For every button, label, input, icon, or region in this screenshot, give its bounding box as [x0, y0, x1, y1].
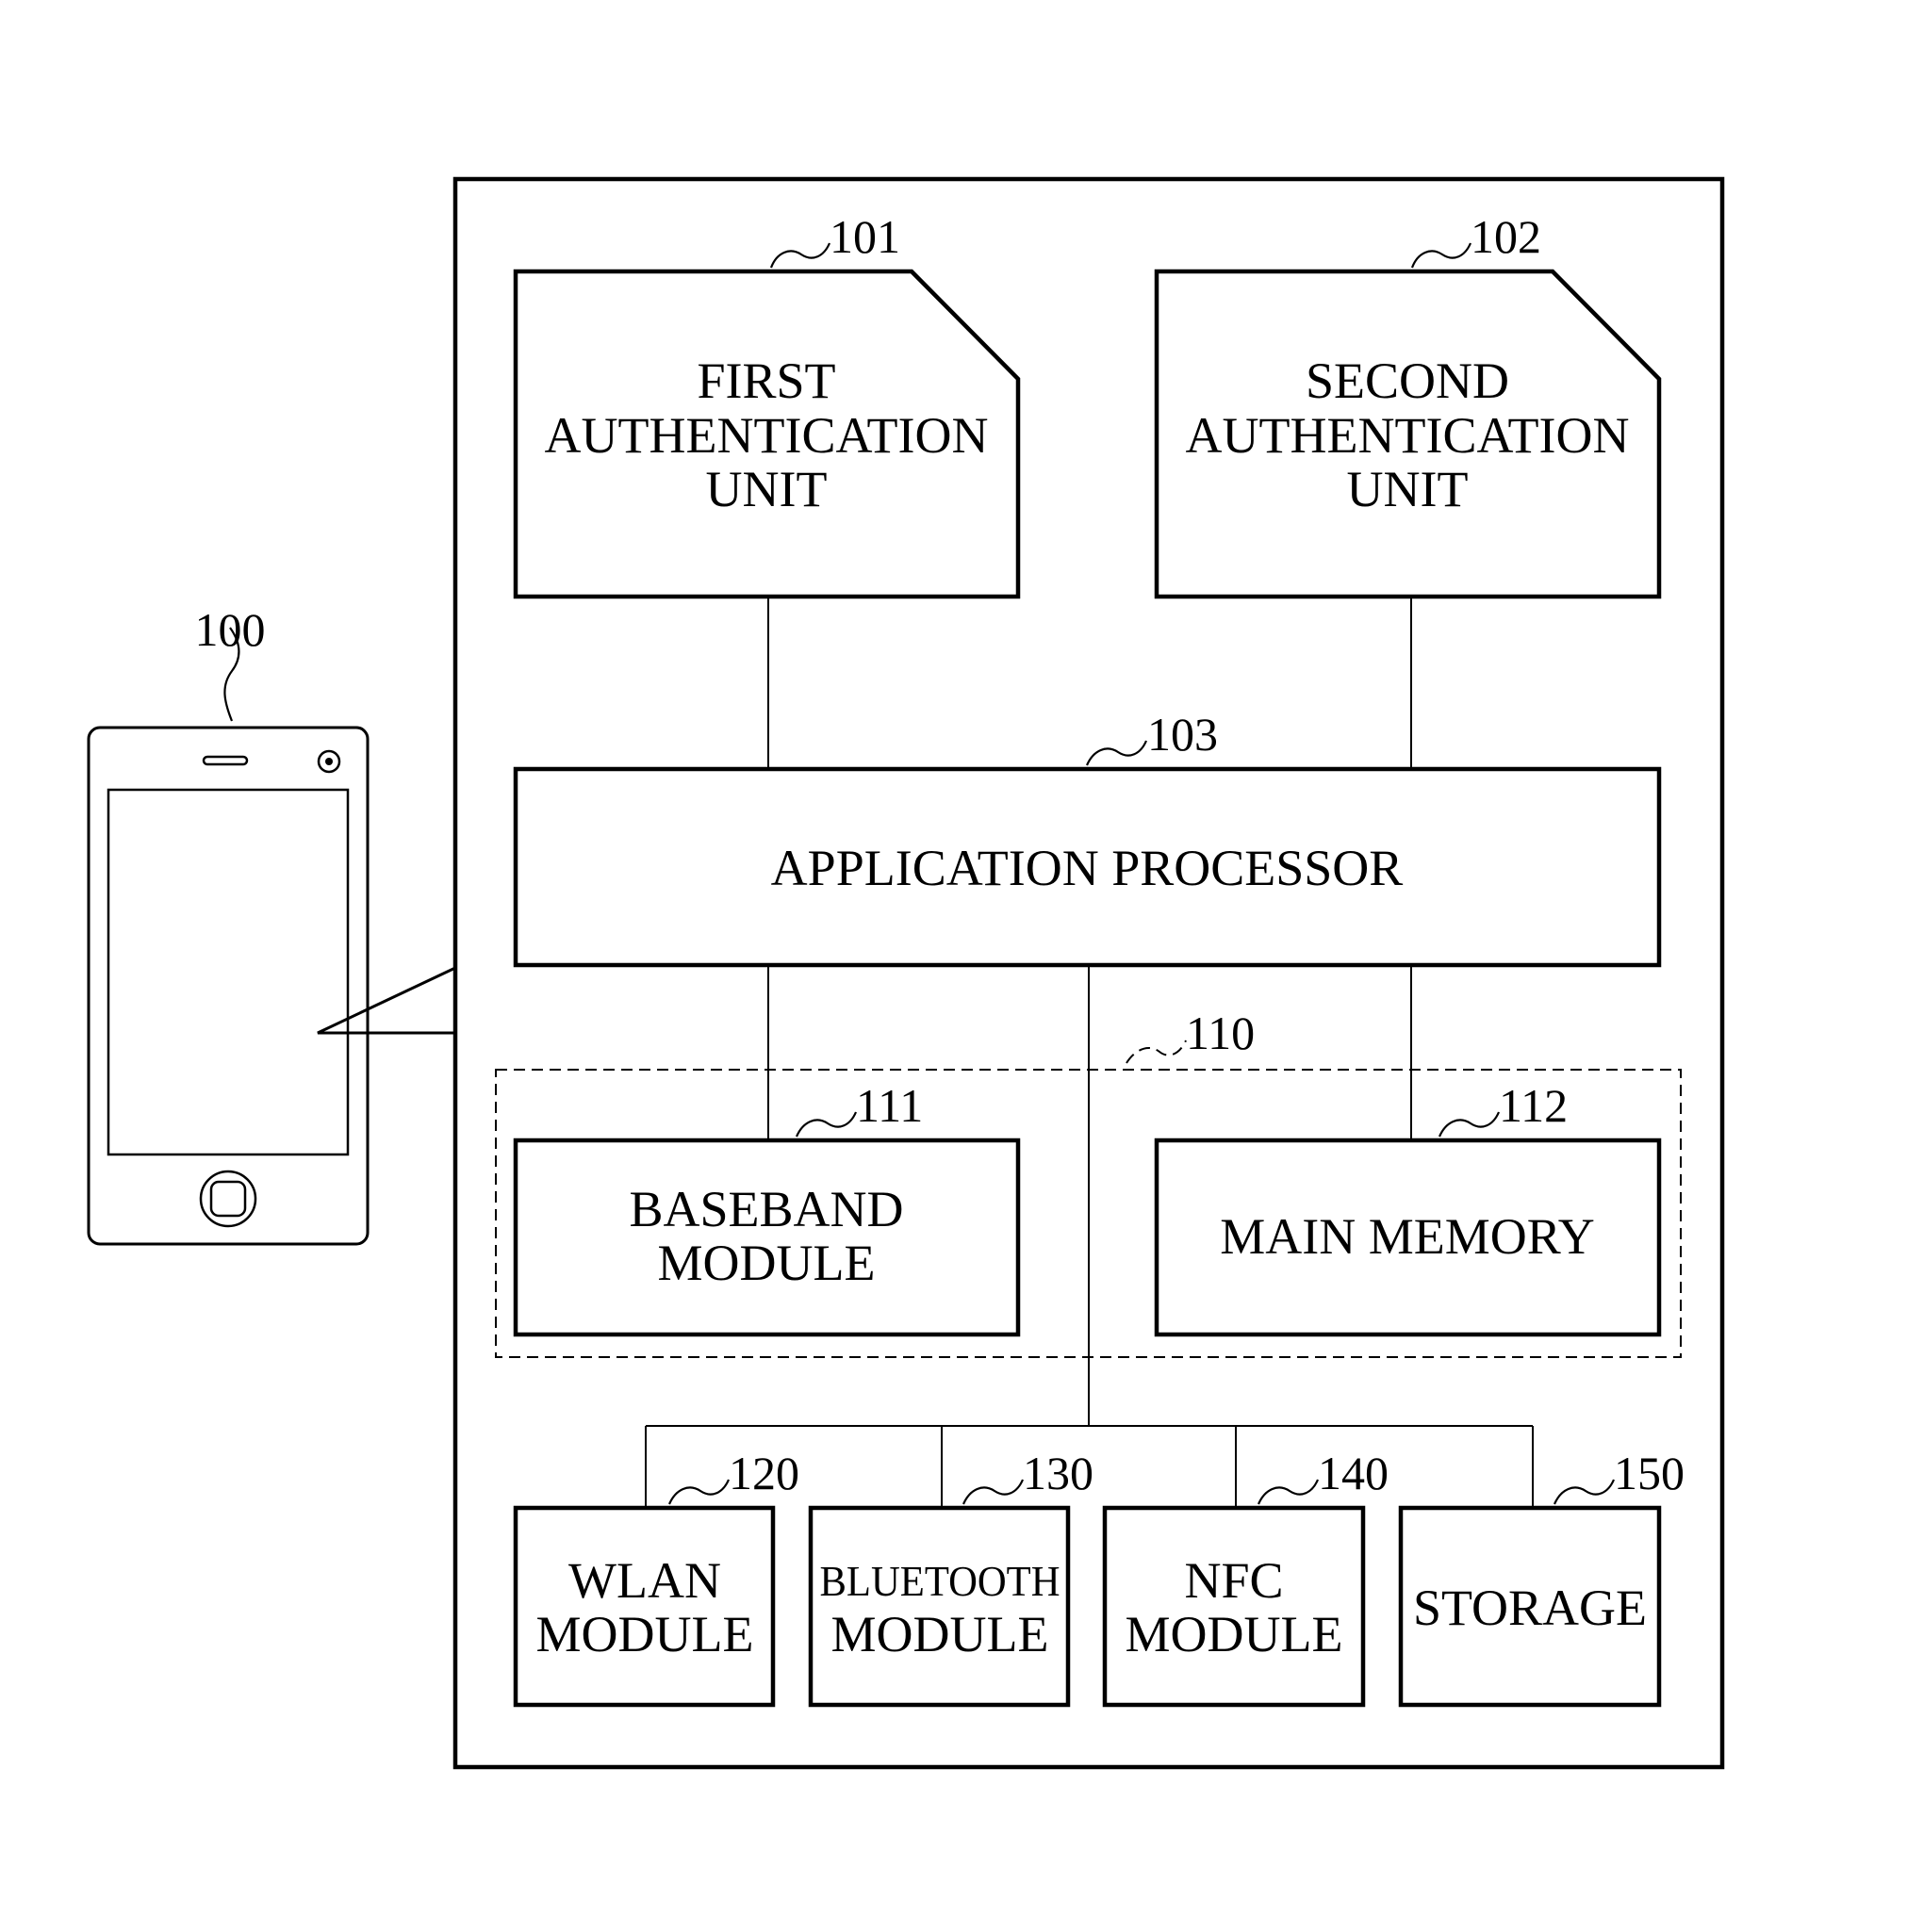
svg-text:UNIT: UNIT	[1347, 461, 1469, 517]
speaker-grille	[204, 757, 247, 764]
svg-text:NFC: NFC	[1184, 1552, 1283, 1609]
ref-101: 101	[830, 210, 900, 263]
svg-text:STORAGE: STORAGE	[1413, 1580, 1647, 1636]
svg-text:MODULE: MODULE	[658, 1235, 876, 1291]
mobile-device: 100	[89, 603, 455, 1244]
ref-100: 100	[195, 603, 266, 656]
ref-150: 150	[1614, 1447, 1685, 1499]
svg-text:BLUETOOTH: BLUETOOTH	[820, 1557, 1060, 1605]
svg-text:MAIN MEMORY: MAIN MEMORY	[1220, 1208, 1595, 1265]
svg-text:UNIT: UNIT	[706, 461, 828, 517]
ref-102: 102	[1471, 210, 1541, 263]
svg-text:BASEBAND: BASEBAND	[629, 1181, 903, 1237]
ref-103: 103	[1147, 708, 1218, 761]
svg-text:WLAN: WLAN	[568, 1552, 721, 1609]
ref-140: 140	[1318, 1447, 1389, 1499]
svg-text:MODULE: MODULE	[1126, 1606, 1343, 1662]
svg-text:MODULE: MODULE	[536, 1606, 754, 1662]
svg-text:AUTHENTICATION: AUTHENTICATION	[545, 407, 989, 464]
svg-text:MODULE: MODULE	[831, 1606, 1049, 1662]
svg-text:FIRST: FIRST	[697, 352, 835, 409]
svg-text:AUTHENTICATION: AUTHENTICATION	[1186, 407, 1630, 464]
ref-111: 111	[856, 1079, 923, 1132]
ref-120: 120	[729, 1447, 799, 1499]
svg-text:APPLICATION PROCESSOR: APPLICATION PROCESSOR	[771, 840, 1404, 896]
ref-110: 110	[1186, 1007, 1255, 1059]
ref-112: 112	[1499, 1079, 1568, 1132]
device-screen	[108, 790, 348, 1154]
svg-text:SECOND: SECOND	[1306, 352, 1509, 409]
ref-130: 130	[1023, 1447, 1093, 1499]
